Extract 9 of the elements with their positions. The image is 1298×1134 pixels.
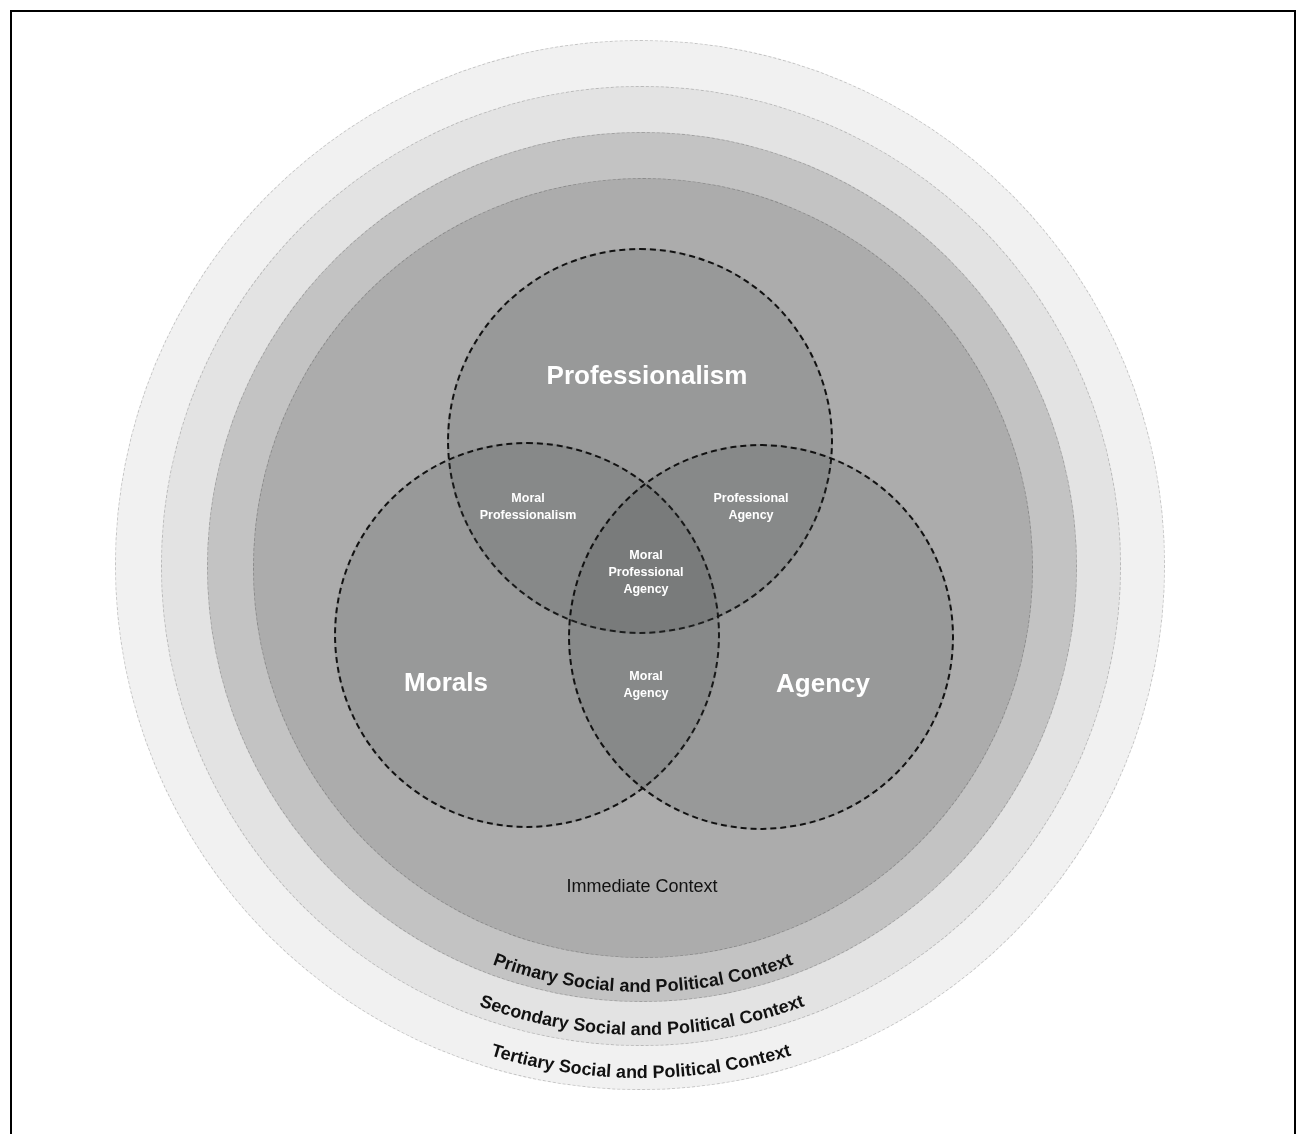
circle-title: Agency [776, 667, 870, 699]
context-label: Immediate Context [566, 875, 718, 897]
overlap-label: Moral Professional Agency [607, 546, 685, 598]
overlap-label: Moral Agency [622, 668, 670, 702]
context-label: Tertiary Social and Political Context [489, 1040, 793, 1082]
circle-title: Morals [404, 666, 488, 698]
circle-title: Professionalism [546, 359, 748, 391]
overlap-label: Professional Agency [712, 490, 790, 524]
overlap-label: Moral Professionalism [478, 490, 578, 524]
